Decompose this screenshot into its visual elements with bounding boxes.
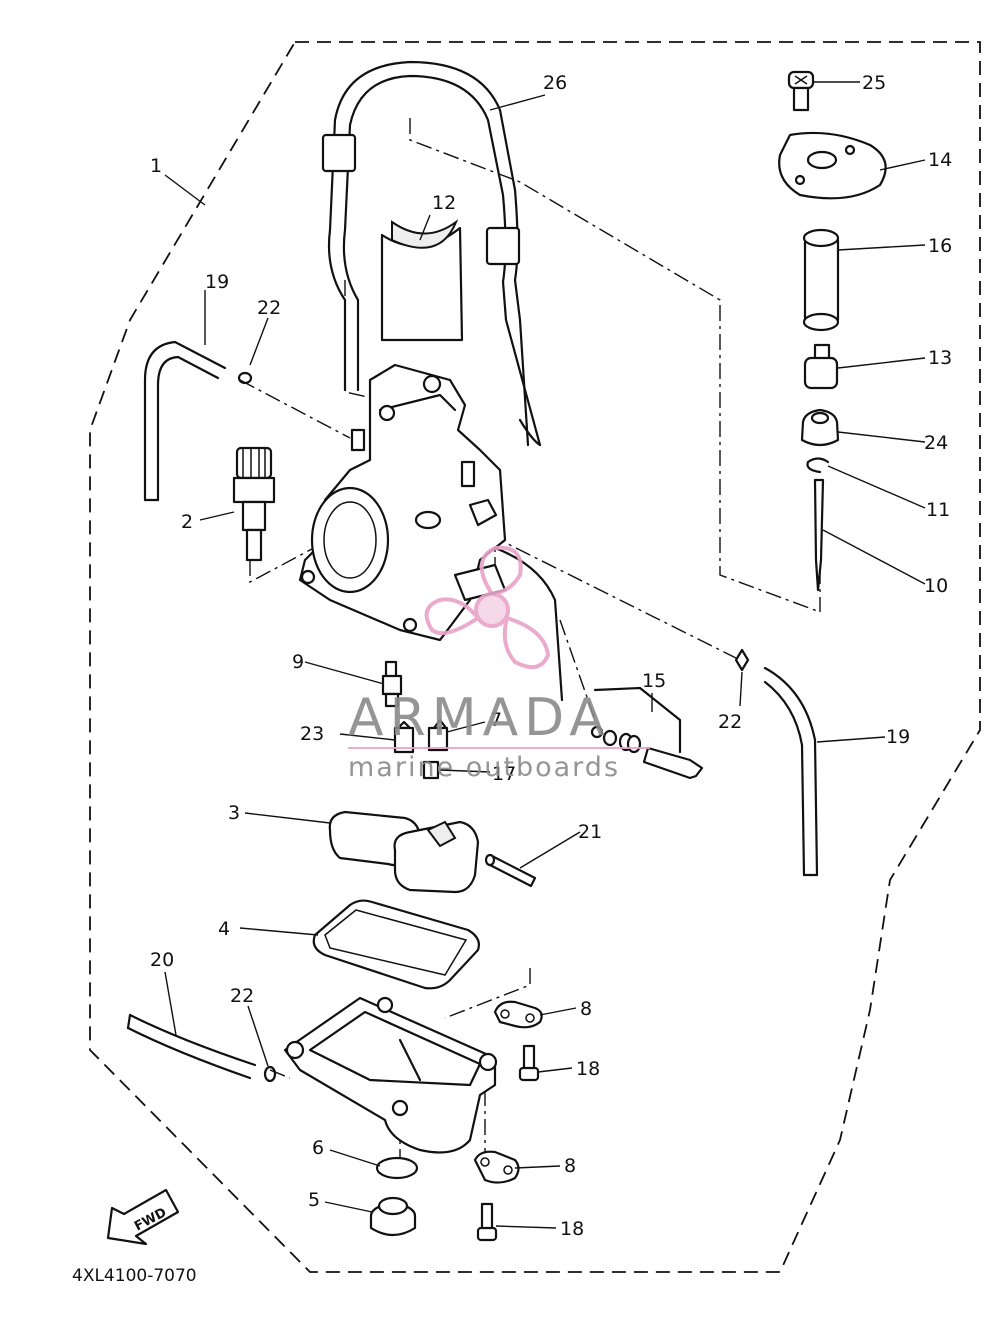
label-23: 23 [300,723,324,745]
label-3: 3 [228,802,240,824]
armada-watermark: ARMADA marine outboards [348,545,650,783]
fwd-arrow-icon: FWD [106,1188,180,1246]
diagram-code: 4XL4100-7070 [72,1266,197,1286]
hose-clip-bottom [263,1065,277,1083]
label-15: 15 [642,670,666,692]
air-vent-hose-left [143,340,227,502]
float-chamber-gasket [312,899,480,990]
bracket-upper [493,1000,543,1029]
label-9: 9 [292,651,304,673]
label-11: 11 [926,499,950,521]
label-18-lower: 18 [560,1218,584,1240]
hose-clip-right [734,648,750,672]
label-22-right: 22 [718,711,742,733]
mixing-chamber-cap [778,131,887,200]
label-18-upper: 18 [576,1058,600,1080]
label-26: 26 [543,72,567,94]
label-22-top: 22 [257,297,281,319]
hose-clip-top [237,371,253,385]
label-2: 2 [181,511,193,533]
drain-hose [126,1013,257,1080]
float-pin-17 [422,760,440,780]
label-17: 17 [492,763,516,785]
label-24: 24 [924,432,948,454]
throttle-valve [380,219,464,342]
float-pin-21 [484,853,537,888]
label-4: 4 [218,918,230,940]
throttle-stop-screw [232,446,276,562]
label-8-upper: 8 [580,998,592,1020]
float-chamber [283,996,498,1154]
label-14: 14 [928,149,952,171]
label-20: 20 [150,949,174,971]
air-vent-hose-right [763,666,819,877]
air-screw-set [590,686,704,780]
label-6: 6 [312,1137,324,1159]
pilot-jet [381,660,403,708]
assembly-boundary [89,41,981,1273]
needle-clip [806,457,830,474]
leader-lines [164,81,926,1229]
label-12: 12 [432,192,456,214]
screw-18-lower [476,1202,498,1242]
screw-25 [787,70,815,112]
label-19-right: 19 [886,726,910,748]
label-25: 25 [862,72,886,94]
needle-holder [803,343,839,390]
o-ring [375,1156,419,1180]
label-13: 13 [928,347,952,369]
bracket-lower [473,1150,520,1184]
label-21: 21 [578,821,602,843]
label-8-lower: 8 [564,1155,576,1177]
jet-needle [813,478,825,592]
part-labels: 1 19 22 2 26 12 25 14 16 13 24 11 10 9 1… [150,72,952,1240]
label-10: 10 [924,575,948,597]
plate-24 [800,408,840,447]
throttle-valve-spring [802,228,840,332]
propeller-logo-icon [424,545,551,670]
carburetor-body [298,363,564,702]
throttle-cable-guide [321,60,542,447]
watermark-brand: ARMADA [348,688,611,748]
watermark-tagline: marine outboards [348,752,620,783]
label-16: 16 [928,235,952,257]
drain-plug [369,1196,417,1237]
label-19-left: 19 [205,271,229,293]
label-22-bottom: 22 [230,985,254,1007]
float [328,810,480,894]
label-1: 1 [150,155,162,177]
label-5: 5 [308,1189,320,1211]
screw-18-upper [518,1044,540,1082]
label-7: 7 [490,709,502,731]
needle-valve [427,718,449,752]
